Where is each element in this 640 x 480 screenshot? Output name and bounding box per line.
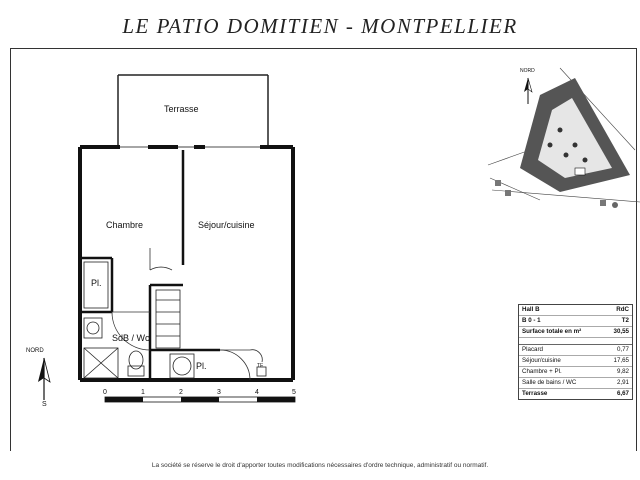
surface-table: Hall B RdC B 0 - 1 T2 Surface totale en … xyxy=(518,304,633,400)
scale-3: 3 xyxy=(217,389,221,396)
surface-label: Surface totale en m² xyxy=(522,328,582,335)
row-label: Placard xyxy=(522,346,543,353)
label-sejour: Séjour/cuisine xyxy=(198,220,255,230)
type-label: T2 xyxy=(621,317,629,324)
drawing-frame xyxy=(10,48,637,451)
level-label: RdC xyxy=(616,306,629,313)
te-box xyxy=(256,366,267,377)
north-arrow-icon xyxy=(38,357,51,400)
row-label: Séjour/cuisine xyxy=(522,357,561,364)
label-te: TE xyxy=(257,363,264,369)
row-label: Salle de bains / WC xyxy=(522,379,577,386)
footer-disclaimer: La société se réserve le droit d'apporte… xyxy=(151,462,489,469)
label-chambre: Chambre xyxy=(106,220,144,230)
scale-2: 2 xyxy=(179,389,183,396)
terrace xyxy=(117,74,269,145)
table-surface-row: Surface totale en m² 30,55 xyxy=(519,327,632,338)
toilet xyxy=(127,350,145,377)
label-sdb: SdB / Wc xyxy=(112,333,150,343)
label-terrasse: Terrasse xyxy=(164,104,199,114)
hall-label: Hall B xyxy=(522,306,540,313)
label-placard-2: Pl. xyxy=(196,361,207,371)
table-header-row: Hall B RdC xyxy=(519,305,632,316)
surface-value: 30,55 xyxy=(613,328,629,335)
site-map xyxy=(487,67,640,208)
scale-bar xyxy=(104,396,296,403)
label-placard-1: Pl. xyxy=(91,278,102,288)
lot-label: B 0 - 1 xyxy=(522,317,541,324)
page-title: LE PATIO DOMITIEN - MONTPELLIER xyxy=(122,14,518,38)
row-label: Chambre + Pl. xyxy=(522,368,562,375)
row-value: 2,91 xyxy=(616,379,629,386)
door-swings xyxy=(111,248,263,381)
shower xyxy=(83,347,119,379)
north-label: NORD xyxy=(26,348,44,354)
table-terrasse-row: Terrasse 6,67 xyxy=(519,389,632,399)
table-row: Placard 0,77 xyxy=(519,344,632,356)
map-north-arrow-icon xyxy=(524,77,533,104)
table-row: Séjour/cuisine 17,65 xyxy=(519,356,632,367)
kitchen-counter xyxy=(155,289,181,349)
map-north-label: NORD xyxy=(520,68,535,74)
row-value: 17,65 xyxy=(613,357,629,364)
scale-0: 0 xyxy=(103,389,107,396)
sink xyxy=(83,317,103,339)
placard-2 xyxy=(169,353,195,379)
terrasse-value: 6,67 xyxy=(616,390,629,397)
table-row: Salle de bains / WC 2,91 xyxy=(519,378,632,389)
placard xyxy=(83,261,109,309)
terrasse-label: Terrasse xyxy=(522,390,548,397)
table-lot-row: B 0 - 1 T2 xyxy=(519,316,632,327)
row-value: 9,82 xyxy=(616,368,629,375)
scale-1: 1 xyxy=(141,389,145,396)
south-label: S xyxy=(42,401,47,408)
scale-4: 4 xyxy=(255,389,259,396)
scale-5: 5 xyxy=(292,389,296,396)
table-row: Chambre + Pl. 9,82 xyxy=(519,367,632,378)
row-value: 0,77 xyxy=(616,346,629,353)
interior-walls xyxy=(80,150,220,380)
